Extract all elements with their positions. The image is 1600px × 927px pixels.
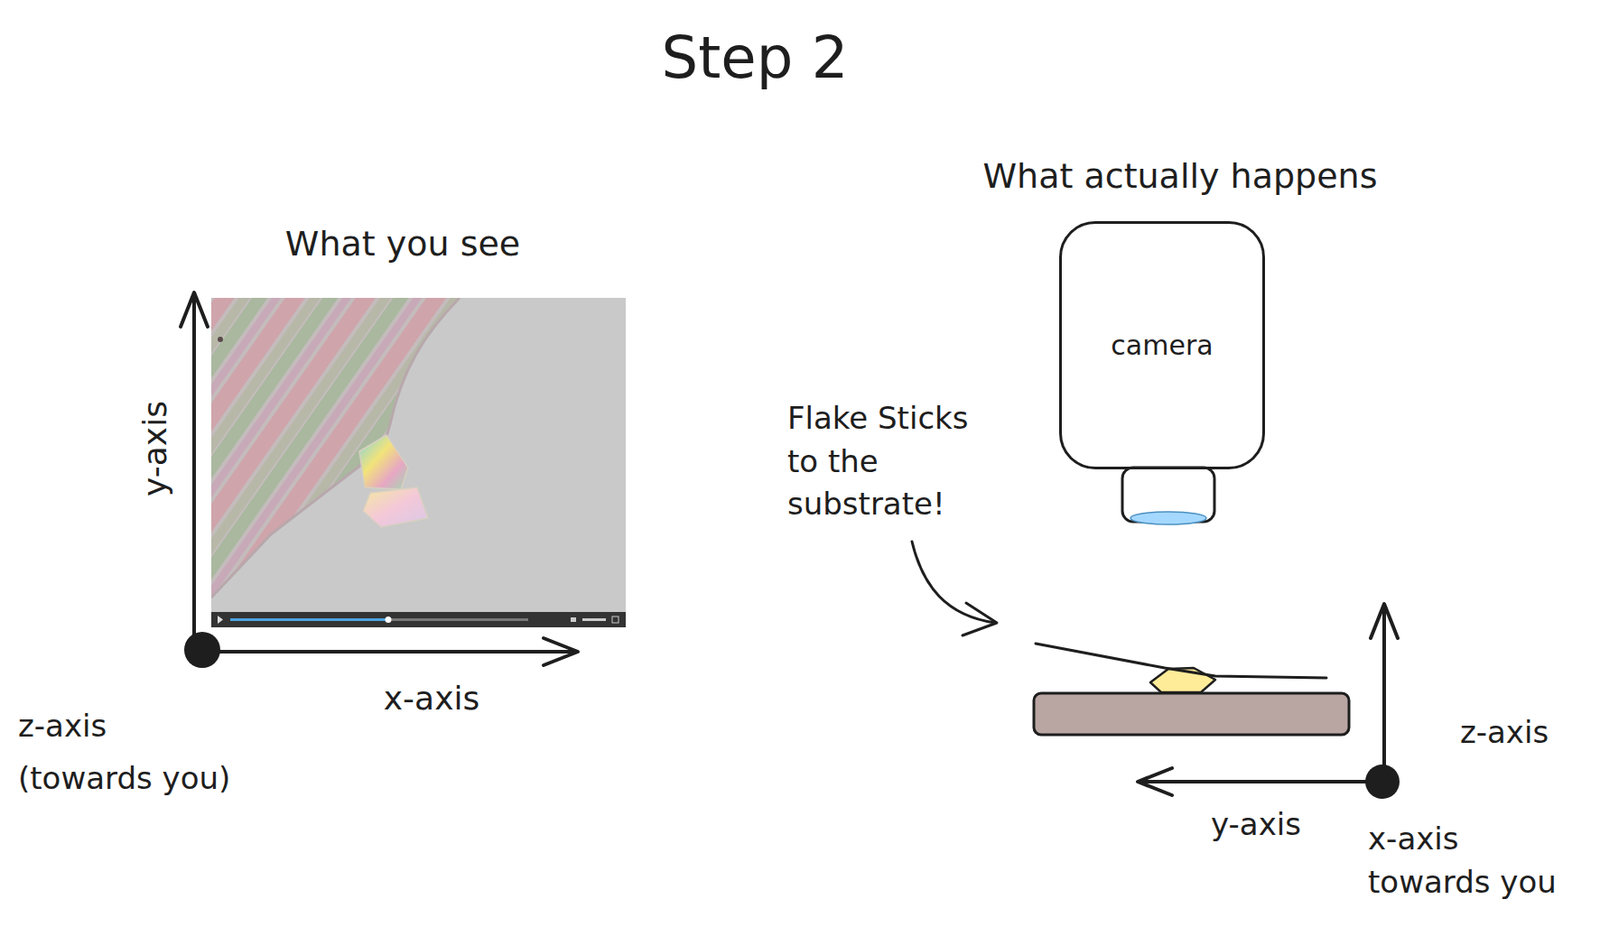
- title: Step 2: [661, 24, 849, 92]
- substrate: [1033, 693, 1349, 735]
- origin-dot: [1365, 764, 1400, 800]
- x-axis-arrow: [219, 650, 577, 654]
- panel-heading: What you see: [285, 223, 521, 266]
- panel-heading: What actually happens: [983, 156, 1378, 198]
- y-axis-arrow: [192, 294, 196, 647]
- node-label: camera: [1110, 329, 1213, 362]
- axes-right: [1137, 604, 1398, 796]
- arrowhead: [1370, 604, 1398, 639]
- film-line: [1035, 643, 1327, 679]
- axis-label: y-axis: [1210, 806, 1302, 844]
- y-axis-arrow: [1139, 780, 1381, 784]
- axis-label: x-axis: [383, 679, 480, 718]
- microscope-image: [211, 297, 626, 628]
- lens-glass: [1130, 511, 1207, 525]
- axis-label: x-axis towards you: [1367, 818, 1576, 904]
- axes-left: [180, 292, 578, 666]
- z-axis-arrow: [1382, 605, 1387, 781]
- arrowhead: [543, 638, 578, 666]
- arrowhead: [180, 292, 208, 327]
- callout-note: Flake Sticks to the substrate!: [787, 397, 982, 527]
- axis-label: z-axis: [1460, 714, 1549, 752]
- axis-label: z-axis (towards you): [18, 700, 240, 806]
- origin-dot: [184, 632, 221, 669]
- axis-label: y-axis: [135, 400, 175, 497]
- arrowhead: [1137, 768, 1173, 796]
- camera-box: camera: [1059, 221, 1266, 470]
- callout-arrow: [911, 541, 997, 636]
